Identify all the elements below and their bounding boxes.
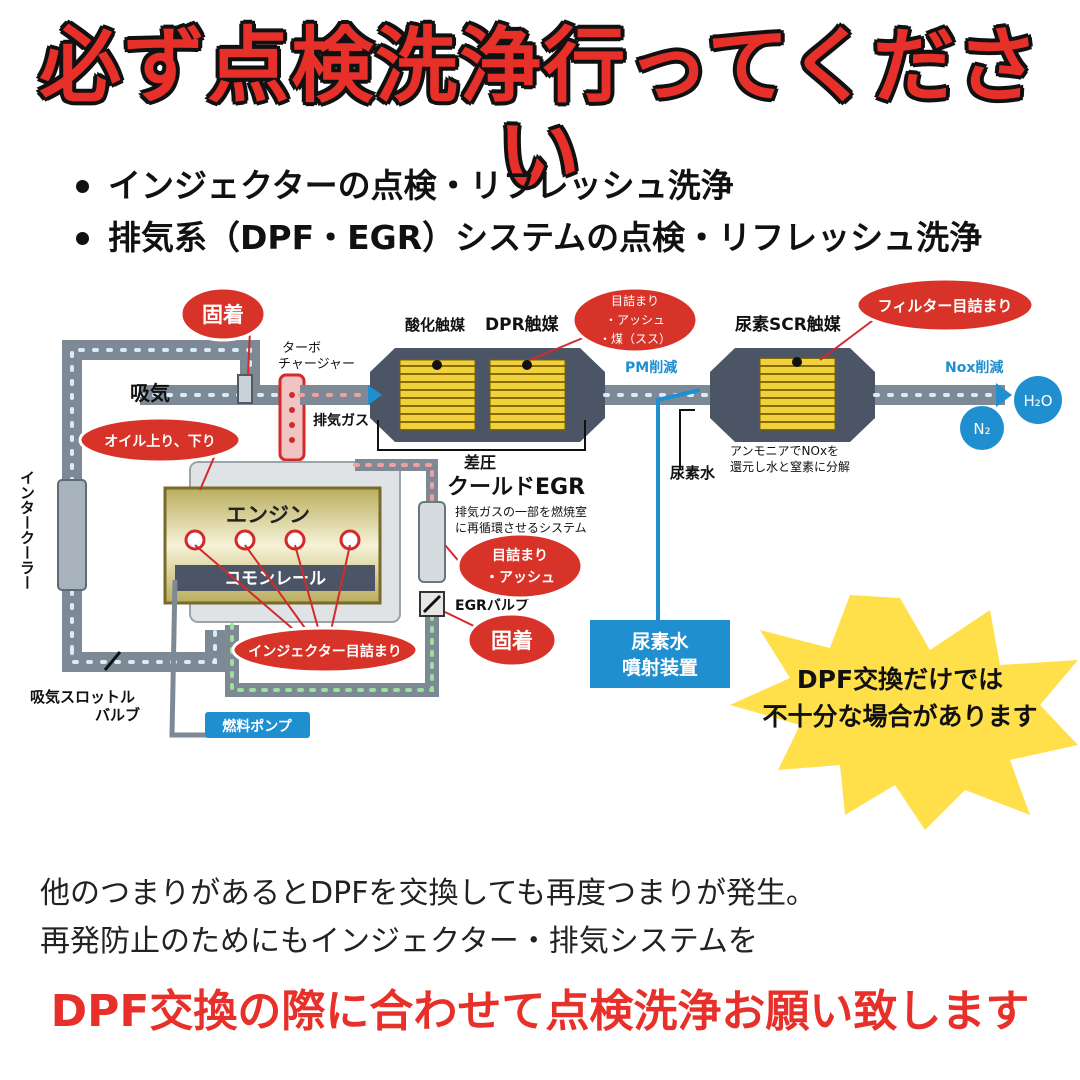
intercooler-label: インタークーラー (18, 470, 36, 590)
intake-label: 吸気 (130, 381, 170, 405)
dpr-catalyst-core (489, 359, 566, 431)
callout-dpr-clog: 目詰まり ・アッシュ ・煤（スス） (529, 286, 699, 361)
n2-molecule (960, 406, 1004, 450)
svg-text:固着: 固着 (202, 303, 244, 327)
urea-scr-label: 尿素SCR触媒 (735, 314, 842, 335)
scr-catalyst-core (759, 357, 836, 431)
call-to-action: DPF交換の際に合わせて点検洗浄お願い致します (50, 986, 1030, 1037)
explanation-text: 他のつまりがあるとDPFを交換しても再度つまりが発生。 再発防止のためにもインジ… (40, 870, 816, 966)
turbocharger (237, 373, 306, 462)
egr-desc-2: に再循環させるシステム (455, 521, 587, 535)
urea-line (656, 388, 701, 620)
h2o-label: H₂O (1023, 392, 1052, 410)
fuel-line (169, 579, 215, 738)
bullet-list: インジェクターの点検・リフレッシュ洗浄 排気系（DPF・EGR）システムの点検・… (70, 160, 982, 264)
ammonia-desc-1: アンモニアでNOxを (730, 444, 839, 458)
callout-filter-clog: フィルター目詰まり (819, 280, 1035, 361)
warning-burst: DPF交換だけでは 不十分な場合があります (730, 595, 1078, 830)
callout-stuck-egr: 固着 (444, 611, 558, 668)
svg-text:目詰まり: 目詰まり (611, 293, 659, 308)
svg-text:オイル上り、下り: オイル上り、下り (104, 434, 215, 450)
callout-egr-clog: 目詰まり ・アッシュ (444, 532, 584, 600)
headline: 必ず点検洗浄行ってください (39, 19, 1041, 205)
svg-text:・アッシュ: ・アッシュ (605, 313, 665, 327)
exhaust-gas-label: 排気ガス (313, 412, 369, 429)
throttle-label-1: 吸気スロットル (30, 688, 135, 706)
bullet-injector: インジェクターの点検・リフレッシュ洗浄 (70, 160, 982, 212)
pm-reduction-label: PM削減 (625, 359, 677, 376)
svg-text:フィルター目詰まり: フィルター目詰まり (878, 297, 1013, 315)
common-rail-label: コモンレール (224, 569, 326, 589)
egr-desc-1: 排気ガスの一部を燃焼室 (455, 504, 587, 519)
svg-text:・煤（スス）: ・煤（スス） (599, 332, 671, 346)
throttle-valve (103, 651, 122, 671)
callout-stuck-turbo: 固着 (179, 286, 267, 376)
exhaust-pipe (298, 348, 1012, 442)
burst-line-2: 不十分な場合があります (762, 702, 1037, 731)
h2o-molecule (1014, 376, 1062, 424)
explanation-line-1: 他のつまりがあるとDPFを交換しても再度つまりが発生。 (40, 876, 817, 911)
cooled-egr-label: クールドEGR (447, 475, 585, 500)
urea-label: 尿素水 (670, 464, 716, 482)
turbo-label-2: チャージャー (278, 357, 355, 372)
burst-line-1: DPF交換だけでは (797, 665, 1003, 694)
pressure-bracket (377, 420, 586, 451)
fuel-pump-label: 燃料ポンプ (222, 718, 293, 735)
egr-valve-label: EGRバルブ (455, 597, 529, 614)
urea-injector-label-1: 尿素水 (631, 630, 689, 653)
urea-injector-box (590, 620, 730, 688)
engine-label: エンジン (226, 503, 310, 527)
svg-text:目詰まり: 目詰まり (492, 547, 548, 564)
svg-text:固着: 固着 (491, 629, 533, 653)
egr-cooler (418, 501, 446, 583)
ammonia-desc-2: 還元し水と窒素に分解 (730, 459, 850, 474)
throttle-label-2: バルブ (95, 706, 140, 724)
oxidation-catalyst-core (399, 359, 476, 431)
n2-label: N₂ (973, 420, 990, 438)
bullet-exhaust: 排気系（DPF・EGR）システムの点検・リフレッシュ洗浄 (70, 212, 982, 264)
oxidation-catalyst-label: 酸化触媒 (405, 316, 466, 334)
dpr-catalyst-label: DPR触媒 (485, 314, 560, 335)
svg-text:インジェクター目詰まり: インジェクター目詰まり (248, 643, 401, 660)
exhaust-system-diagram: エンジン コモンレール 差圧 尿素水 噴射装置 尿素水 H₂O (18, 280, 1078, 830)
fuel-pump-box (205, 712, 310, 738)
nox-reduction-label: Nox削減 (945, 359, 1003, 376)
explanation-line-2: 再発防止のためにもインジェクター・排気システムを (40, 924, 758, 959)
svg-text:・アッシュ: ・アッシュ (485, 570, 555, 586)
urea-injector-label-2: 噴射装置 (622, 656, 698, 679)
turbo-label-1: ターボ (282, 341, 321, 356)
callout-oil: オイル上り、下り (78, 416, 242, 491)
engine-block: エンジン コモンレール (163, 461, 401, 623)
callout-injector-clog: インジェクター目詰まり (194, 544, 419, 674)
differential-pressure-label: 差圧 (464, 453, 496, 472)
intercooler-body (57, 479, 87, 591)
